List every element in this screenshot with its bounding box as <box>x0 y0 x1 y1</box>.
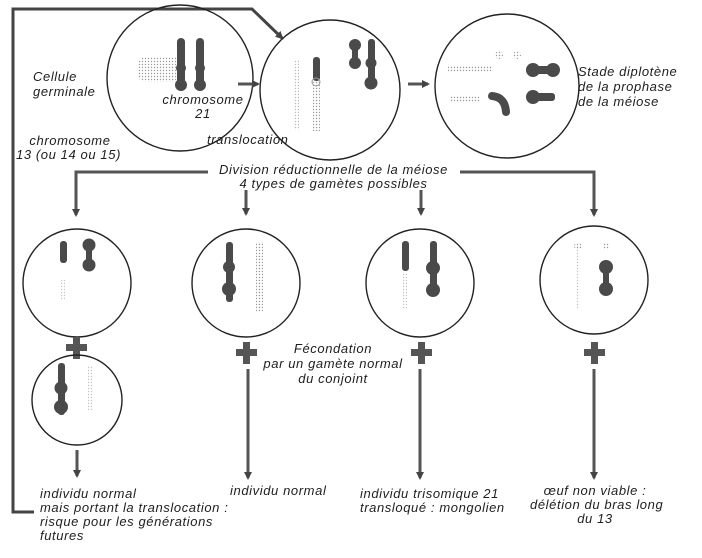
translocated-chromosome <box>349 39 378 90</box>
germ-cell-label-2: germinale <box>33 84 96 99</box>
fertilization-label-1: Fécondation <box>293 341 373 356</box>
chromosome13-label-2: 13 (ou 14 ou 15) <box>16 147 122 162</box>
division-bracket <box>72 170 598 217</box>
plus-icon <box>584 342 605 364</box>
outcome-4-line-2: délétion du bras long <box>530 497 664 512</box>
feedback-loop-arrow <box>11 7 284 514</box>
chromosome21-label-2: 21 <box>195 106 211 121</box>
gamete-circle-2 <box>191 228 301 338</box>
outcome-4-line-3: du 13 <box>577 511 613 526</box>
germ-cell-circle <box>106 4 254 152</box>
plus-icon <box>66 337 87 359</box>
bivalent-dark <box>488 63 560 116</box>
chromosome-13-faded <box>137 57 182 82</box>
gamete-circle-4 <box>539 225 649 335</box>
diplotene-circle <box>434 13 580 159</box>
diplotene-label-2: de la prophase <box>578 79 673 94</box>
outcome-1-line-3: risque pour les générations <box>40 514 214 529</box>
outcome-1-line-4: futures <box>40 528 84 543</box>
plus-icon <box>236 342 257 364</box>
outcome-1-line-1: individu normal <box>40 486 137 501</box>
plus-icon <box>411 342 432 364</box>
gamete-circle-1 <box>22 228 132 338</box>
diplotene-label-1: Stade diplotène <box>578 64 678 79</box>
chromosome13-label-1: chromosome <box>29 133 111 148</box>
gamete-circle-3 <box>365 228 475 338</box>
fertilization-label-3: du conjoint <box>298 371 368 386</box>
translocation-circle <box>259 19 401 161</box>
fertilization-label-2: par un gamète normal <box>263 356 403 371</box>
division-label-2: 4 types de gamètes possibles <box>239 176 428 191</box>
chromosome21-label-1: chromosome <box>162 92 244 107</box>
germ-cell-label-1: Cellule <box>33 69 77 84</box>
translocation-label: translocation <box>207 132 289 147</box>
diplotene-label-3: de la méiose <box>578 94 659 109</box>
zygote-circle-1 <box>31 354 123 446</box>
outcome-3-line-2: transloqué : mongolien <box>360 500 505 515</box>
chromosome-21-pair <box>175 38 206 91</box>
outcome-1-line-2: mais portant la translocation : <box>40 500 229 515</box>
division-label-1: Division réductionnelle de la méiose <box>219 162 448 177</box>
outcome-3-line-1: individu trisomique 21 <box>360 486 499 501</box>
outcome-2-line-1: individu normal <box>230 483 327 498</box>
outcome-4-line-1: œuf non viable : <box>543 483 647 498</box>
